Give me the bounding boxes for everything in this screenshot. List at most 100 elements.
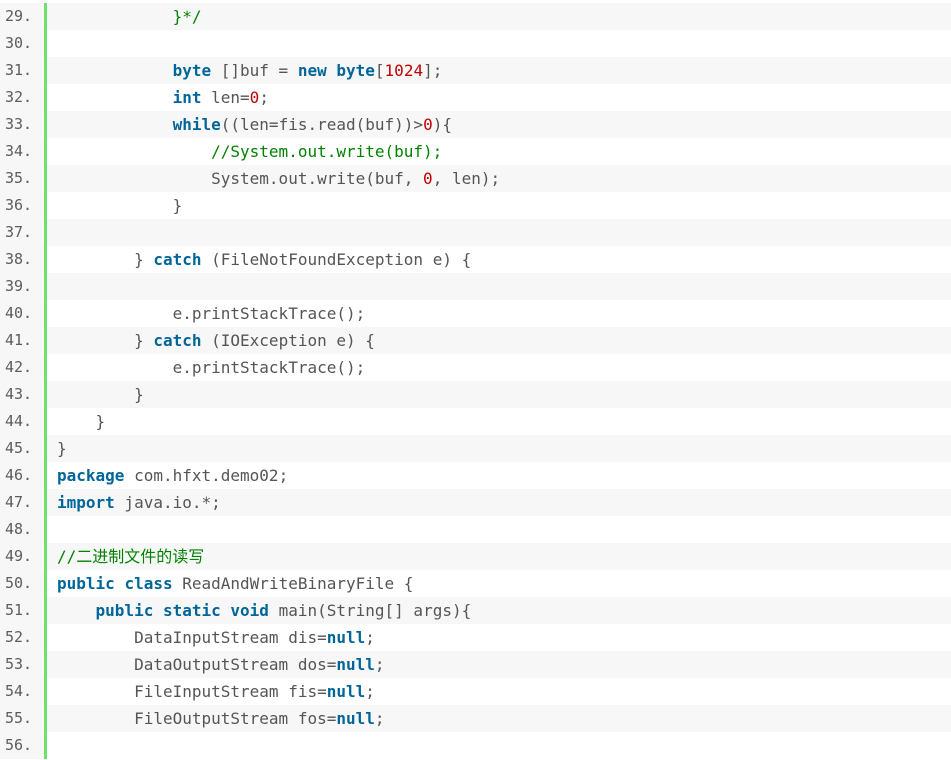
code-line: 50.public class ReadAndWriteBinaryFile { bbox=[0, 570, 951, 597]
code-line: 38. } catch (FileNotFoundException e) { bbox=[0, 246, 951, 273]
code-token bbox=[57, 115, 173, 134]
line-number: 42. bbox=[0, 354, 47, 381]
code-line: 53. DataOutputStream dos=null; bbox=[0, 651, 951, 678]
line-number: 46. bbox=[0, 462, 47, 489]
code-keyword: catch bbox=[153, 331, 202, 350]
code-token: ; bbox=[374, 709, 385, 728]
code-text: e.printStackTrace(); bbox=[47, 300, 951, 327]
line-number: 36. bbox=[0, 192, 47, 219]
code-token: ){ bbox=[432, 115, 452, 134]
code-token bbox=[221, 601, 231, 620]
code-comment: //二进制文件的读写 bbox=[57, 547, 205, 566]
code-token bbox=[57, 61, 173, 80]
code-token: System.out.write(buf, bbox=[57, 169, 424, 188]
code-line: 44. } bbox=[0, 408, 951, 435]
line-number: 37. bbox=[0, 219, 47, 246]
code-number: 0 bbox=[249, 88, 260, 107]
code-token: ; bbox=[365, 682, 375, 701]
line-number: 51. bbox=[0, 597, 47, 624]
code-line: 47. import java.io.*; bbox=[0, 489, 951, 516]
code-text: } bbox=[47, 192, 951, 219]
code-token bbox=[327, 61, 337, 80]
code-text: while((len=fis.read(buf))>0){ bbox=[47, 111, 951, 138]
code-keyword: null bbox=[336, 655, 375, 674]
code-token: } bbox=[57, 412, 106, 431]
line-number: 35. bbox=[0, 165, 47, 192]
code-token: DataOutputStream dos= bbox=[57, 655, 337, 674]
code-keyword: import bbox=[57, 493, 115, 512]
code-text: FileOutputStream fos=null; bbox=[47, 705, 951, 732]
code-keyword: null bbox=[326, 682, 366, 701]
code-text bbox=[47, 273, 951, 300]
code-line: 51. public static void main(String[] arg… bbox=[0, 597, 951, 624]
code-token: } bbox=[57, 250, 154, 269]
code-line: 39. bbox=[0, 273, 951, 300]
line-number: 33. bbox=[0, 111, 47, 138]
code-text: public static void main(String[] args){ bbox=[47, 597, 951, 624]
code-line: 32. int len=0; bbox=[0, 84, 951, 111]
line-number: 38. bbox=[0, 246, 47, 273]
code-token bbox=[115, 574, 125, 593]
line-number: 48. bbox=[0, 516, 47, 543]
code-line: 31. byte []buf = new byte[1024]; bbox=[0, 57, 951, 84]
code-line: 35. System.out.write(buf, 0, len); bbox=[0, 165, 951, 192]
code-line: 54. FileInputStream fis=null; bbox=[0, 678, 951, 705]
code-text: DataInputStream dis=null; bbox=[47, 624, 951, 651]
code-line: 30. bbox=[0, 30, 951, 57]
code-text bbox=[47, 30, 951, 57]
code-line: 37. bbox=[0, 219, 951, 246]
line-number: 29. bbox=[0, 3, 47, 30]
code-text: public class ReadAndWriteBinaryFile { bbox=[47, 570, 951, 597]
code-token: (FileNotFoundException e) { bbox=[201, 250, 472, 269]
code-keyword: null bbox=[336, 709, 375, 728]
line-number: 47. bbox=[0, 489, 47, 516]
code-keyword: int bbox=[172, 88, 202, 107]
code-token: java.io.*; bbox=[114, 493, 221, 512]
code-text: DataOutputStream dos=null; bbox=[47, 651, 951, 678]
code-keyword: void bbox=[230, 601, 269, 620]
code-number: 0 bbox=[423, 169, 433, 188]
code-token: (IOException e) { bbox=[201, 331, 375, 350]
code-text bbox=[47, 732, 951, 759]
code-token: } bbox=[57, 439, 67, 458]
code-token bbox=[57, 88, 173, 107]
code-token: [ bbox=[374, 61, 385, 80]
line-number: 55. bbox=[0, 705, 47, 732]
code-keyword: package bbox=[57, 466, 125, 485]
code-token bbox=[153, 601, 163, 620]
code-text: } bbox=[47, 408, 951, 435]
code-comment: }*/ bbox=[57, 7, 202, 26]
line-number: 40. bbox=[0, 300, 47, 327]
code-text: } catch (FileNotFoundException e) { bbox=[47, 246, 951, 273]
code-keyword: public bbox=[57, 574, 115, 593]
line-number: 53. bbox=[0, 651, 47, 678]
code-keyword: null bbox=[326, 628, 366, 647]
code-token: ReadAndWriteBinaryFile { bbox=[172, 574, 414, 593]
code-token: ; bbox=[365, 628, 375, 647]
code-line: 41. } catch (IOException e) { bbox=[0, 327, 951, 354]
code-text: } bbox=[47, 381, 951, 408]
code-line: 52. DataInputStream dis=null; bbox=[0, 624, 951, 651]
code-line: 55. FileOutputStream fos=null; bbox=[0, 705, 951, 732]
code-text bbox=[47, 219, 951, 246]
code-line: 36. } bbox=[0, 192, 951, 219]
code-line: 45.} bbox=[0, 435, 951, 462]
code-keyword: public bbox=[95, 601, 154, 620]
code-keyword: catch bbox=[153, 250, 202, 269]
code-token: } bbox=[57, 385, 144, 404]
code-text: //System.out.write(buf); bbox=[47, 138, 951, 165]
code-keyword: new bbox=[297, 61, 327, 80]
line-number: 32. bbox=[0, 84, 47, 111]
line-number: 44. bbox=[0, 408, 47, 435]
code-text: System.out.write(buf, 0, len); bbox=[47, 165, 951, 192]
code-text: e.printStackTrace(); bbox=[47, 354, 951, 381]
code-text: } catch (IOException e) { bbox=[47, 327, 951, 354]
line-number: 50. bbox=[0, 570, 47, 597]
code-keyword: byte bbox=[336, 61, 375, 80]
code-token: ]; bbox=[423, 61, 443, 80]
code-line: 40. e.printStackTrace(); bbox=[0, 300, 951, 327]
code-line: 48. bbox=[0, 516, 951, 543]
code-token: ((len=fis.read(buf))> bbox=[220, 115, 424, 134]
code-token: FileOutputStream fos= bbox=[57, 709, 337, 728]
code-token: e.printStackTrace(); bbox=[57, 304, 366, 323]
